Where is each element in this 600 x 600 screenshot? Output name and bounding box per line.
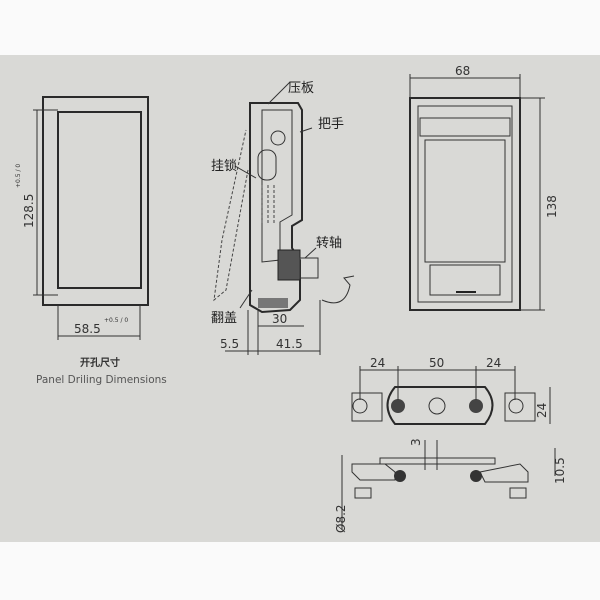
width-dimension: 58.5	[74, 322, 101, 336]
label-padlock: 挂锁	[211, 158, 237, 174]
front-view: 68 138	[409, 64, 559, 311]
side-section-view: 压板 把手 挂锁 转轴 翻盖 30 5.5 41.5	[211, 81, 355, 355]
label-pivot: 转轴	[316, 236, 342, 251]
dim-cam-diameter: Ø8.2	[334, 504, 348, 533]
outer-frame	[42, 96, 149, 306]
width-tolerance: +0.5 / 0	[104, 317, 128, 324]
dim-cam-gap: 3	[409, 438, 423, 446]
height-tolerance: +0.5 / 0	[15, 164, 22, 188]
panel-drilling-view: 128.5 +0.5 / 0 58.5 +0.5 / 0 开孔尺寸 Panel …	[15, 96, 167, 386]
dim-inner-depth: 30	[272, 312, 287, 326]
label-pressure-plate: 压板	[288, 81, 314, 96]
cam-side-view: 3 10.5 Ø8.2	[334, 438, 567, 533]
dim-cam-offset: 10.5	[553, 457, 567, 484]
cam-top-view: 24 50 24 24	[351, 356, 551, 425]
height-dimension: 128.5	[22, 194, 36, 228]
dim-front-height: 138	[545, 195, 559, 218]
dim-cam-height: 24	[535, 403, 549, 418]
dim-total-depth: 41.5	[276, 337, 303, 351]
cutout	[57, 111, 142, 289]
dim-front-width: 68	[455, 64, 470, 78]
caption-english: Panel Driling Dimensions	[36, 374, 167, 386]
dim-cam-center: 50	[429, 356, 444, 370]
caption-chinese: 开孔尺寸	[80, 356, 120, 369]
label-flip-cover: 翻盖	[211, 311, 237, 326]
dim-cam-left: 24	[370, 356, 385, 370]
dim-cam-right: 24	[486, 356, 501, 370]
dim-flange: 5.5	[220, 337, 239, 351]
label-handle: 把手	[318, 117, 344, 132]
